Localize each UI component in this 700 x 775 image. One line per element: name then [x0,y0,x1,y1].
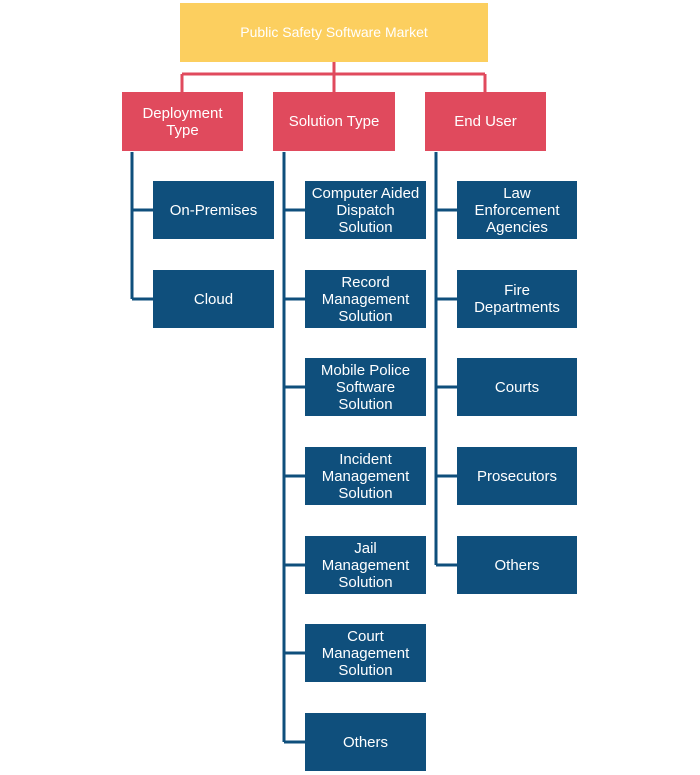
solution-type-connectors [282,152,305,744]
leaf-court-management: Court Management Solution [305,624,426,682]
deployment-type-connectors [130,152,153,301]
root-node-title: Public Safety Software Market [180,3,488,62]
leaf-law-enforcement: Law Enforcement Agencies [457,181,577,239]
category-connectors [180,62,487,92]
end-user-connectors [434,152,457,567]
leaf-computer-aided-dispatch: Computer Aided Dispatch Solution [305,181,426,239]
leaf-incident-management: Incident Management Solution [305,447,426,505]
leaf-fire-departments: Fire Departments [457,270,577,328]
leaf-cloud: Cloud [153,270,274,328]
leaf-courts: Courts [457,358,577,416]
leaf-record-management: Record Management Solution [305,270,426,328]
category-end-user: End User [425,92,546,151]
leaf-prosecutors: Prosecutors [457,447,577,505]
leaf-on-premises: On-Premises [153,181,274,239]
leaf-solution-others: Others [305,713,426,771]
leaf-jail-management: Jail Management Solution [305,536,426,594]
leaf-end-user-others: Others [457,536,577,594]
category-solution-type: Solution Type [273,92,395,151]
leaf-mobile-police-software: Mobile Police Software Solution [305,358,426,416]
category-deployment-type: Deployment Type [122,92,243,151]
